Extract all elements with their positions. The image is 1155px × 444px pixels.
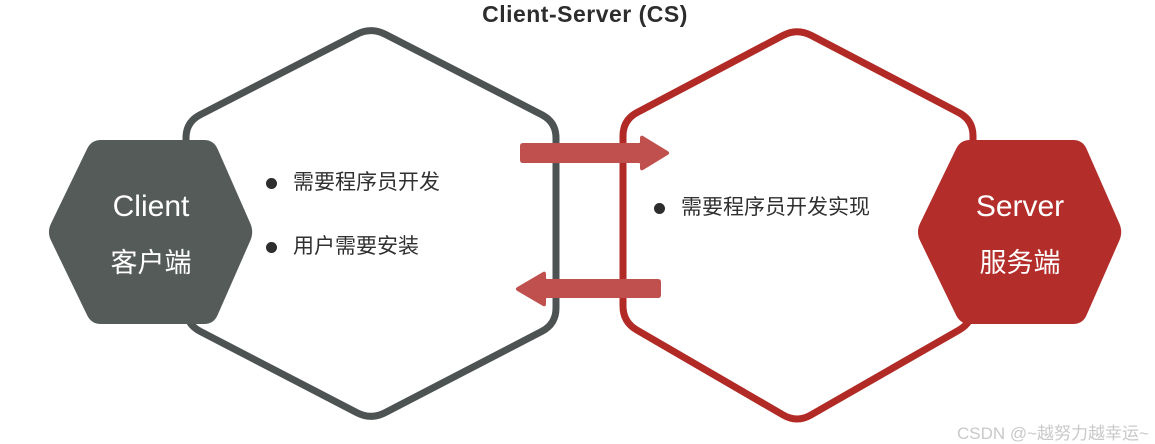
bullet-icon <box>654 202 665 214</box>
bullet-icon <box>266 177 277 189</box>
server-hexagon-outline <box>619 28 977 423</box>
server-label-zh: 服务端 <box>979 248 1061 278</box>
client-hexagon-outline <box>182 27 560 420</box>
bullet-icon <box>266 241 277 253</box>
server-label-en: Server <box>975 190 1065 223</box>
client-feature-text: 需要程序员开发 <box>293 171 440 194</box>
client-label-zh: 客户端 <box>110 248 192 278</box>
client-feature-item: 用户需要安装 <box>266 235 419 259</box>
client-label-en: Client <box>112 190 190 223</box>
server-feature-text: 需要程序员开发实现 <box>681 196 870 219</box>
watermark: CSDN @~越努力越幸运~ <box>956 424 1149 443</box>
client-hexagon-badge <box>48 140 253 324</box>
client-feature-text: 用户需要安装 <box>293 235 419 258</box>
diagram-title: Client-Server (CS) <box>482 1 688 27</box>
request-arrow-right-icon <box>520 135 670 171</box>
client-feature-item: 需要程序员开发 <box>266 171 440 195</box>
server-feature-item: 需要程序员开发实现 <box>654 196 870 220</box>
server-hexagon-badge <box>917 140 1122 324</box>
response-arrow-left-icon <box>515 271 661 307</box>
